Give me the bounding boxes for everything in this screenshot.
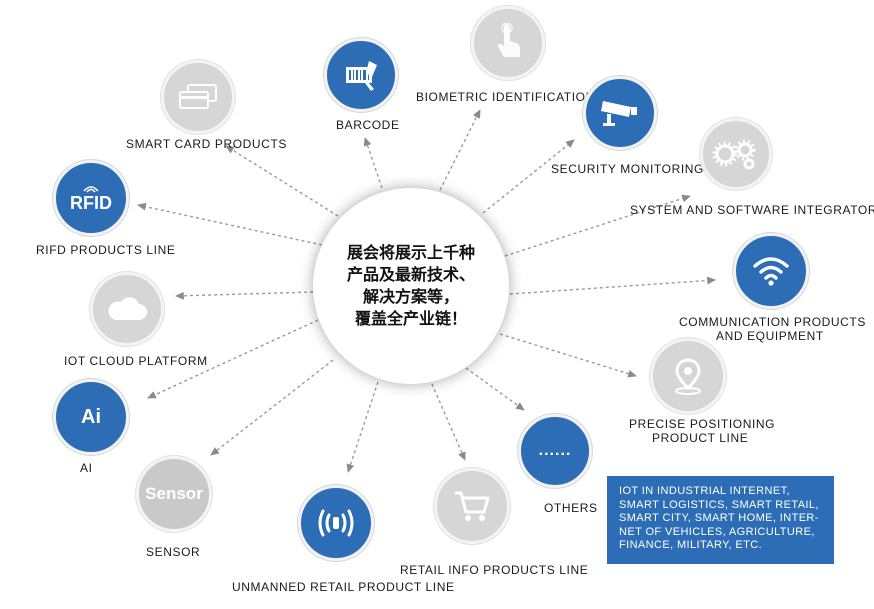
others-label: OTHERS bbox=[544, 501, 598, 515]
location-pin-icon bbox=[675, 358, 701, 395]
communication-node bbox=[733, 233, 809, 309]
iot-cloud-label: IOT CLOUD PLATFORM bbox=[64, 354, 208, 368]
others-info-box: IOT IN INDUSTRIAL INTERNET, SMART LOGIST… bbox=[607, 476, 834, 564]
unmanned-node bbox=[298, 485, 374, 561]
sensor-node: Sensor bbox=[136, 456, 212, 532]
others-node: ...... bbox=[518, 414, 592, 488]
biometric-label: BIOMETRIC IDENTIFICATION bbox=[416, 90, 595, 104]
arrow-to-sensor bbox=[210, 359, 334, 456]
arrow-to-unmanned bbox=[346, 381, 379, 473]
contactless-icon bbox=[318, 509, 354, 537]
security-label: SECURITY MONITORING bbox=[551, 162, 704, 176]
ai-label: AI bbox=[80, 461, 93, 475]
unmanned-label: UNMANNED RETAIL PRODUCT LINE bbox=[232, 580, 455, 594]
fingerprint-touch-icon bbox=[497, 23, 520, 57]
signal-icon bbox=[83, 185, 99, 193]
ai-text-icon: Ai bbox=[81, 405, 101, 428]
rfid-label: RIFD PRODUCTS LINE bbox=[36, 243, 176, 257]
positioning-label-line-1: PRECISE POSITIONING bbox=[629, 417, 776, 431]
arrow-to-system bbox=[504, 194, 691, 257]
positioning-node bbox=[650, 338, 726, 414]
system-node bbox=[700, 118, 772, 190]
wifi-icon bbox=[753, 257, 789, 286]
cctv-camera-icon bbox=[601, 101, 637, 126]
arrow-to-ai bbox=[147, 319, 319, 399]
smart-card-label: SMART CARD PRODUCTS bbox=[126, 137, 287, 151]
retail-info-node bbox=[434, 468, 510, 544]
sensor-label: SENSOR bbox=[146, 545, 201, 559]
barcode-label: BARCODE bbox=[336, 118, 400, 132]
positioning-label-line-2: PRODUCT LINE bbox=[652, 431, 749, 445]
biometric-node bbox=[471, 6, 545, 80]
arrow-to-rfid bbox=[137, 202, 323, 246]
communication-label-line-2: AND EQUIPMENT bbox=[716, 329, 824, 343]
center-text: 展会将展示上千种 产品及最新技术、 解决方案等， 覆盖全产业链！ bbox=[346, 243, 475, 328]
sensor-text-icon: Sensor bbox=[145, 484, 203, 503]
security-node bbox=[583, 76, 657, 150]
arrow-to-barcode bbox=[363, 137, 383, 189]
arrow-to-retail-info bbox=[431, 383, 466, 461]
shopping-cart-icon bbox=[455, 491, 490, 521]
ai-node: Ai bbox=[53, 379, 129, 455]
arrow-to-security bbox=[482, 139, 575, 214]
iot-cloud-node bbox=[90, 272, 164, 346]
communication-label-line-1: COMMUNICATION PRODUCTS bbox=[679, 315, 866, 329]
arrow-to-positioning bbox=[499, 333, 637, 378]
retail-info-label: RETAIL INFO PRODUCTS LINE bbox=[400, 563, 589, 577]
gears-icon bbox=[712, 139, 756, 170]
smart-card-node bbox=[161, 60, 235, 134]
cards-icon bbox=[179, 84, 217, 109]
center-statement: 展会将展示上千种 产品及最新技术、 解决方案等， 覆盖全产业链！ bbox=[313, 188, 509, 384]
arrow-to-iot-cloud bbox=[175, 291, 314, 300]
arrow-to-smart-card bbox=[225, 145, 339, 217]
rfid-text: RFID bbox=[70, 192, 112, 213]
barcode-scanner-icon bbox=[346, 61, 377, 91]
arrow-to-biometric bbox=[439, 109, 481, 191]
barcode-node bbox=[324, 38, 398, 112]
arrow-to-communication bbox=[509, 276, 716, 295]
rfid-icon: RFID bbox=[70, 183, 112, 214]
system-label: SYSTEM AND SOFTWARE INTEGRATOR bbox=[630, 203, 874, 217]
arrow-to-others bbox=[465, 367, 525, 411]
cloud-icon bbox=[108, 297, 147, 320]
others-dots-icon: ...... bbox=[538, 442, 572, 459]
rfid-node: RFID bbox=[53, 160, 129, 236]
